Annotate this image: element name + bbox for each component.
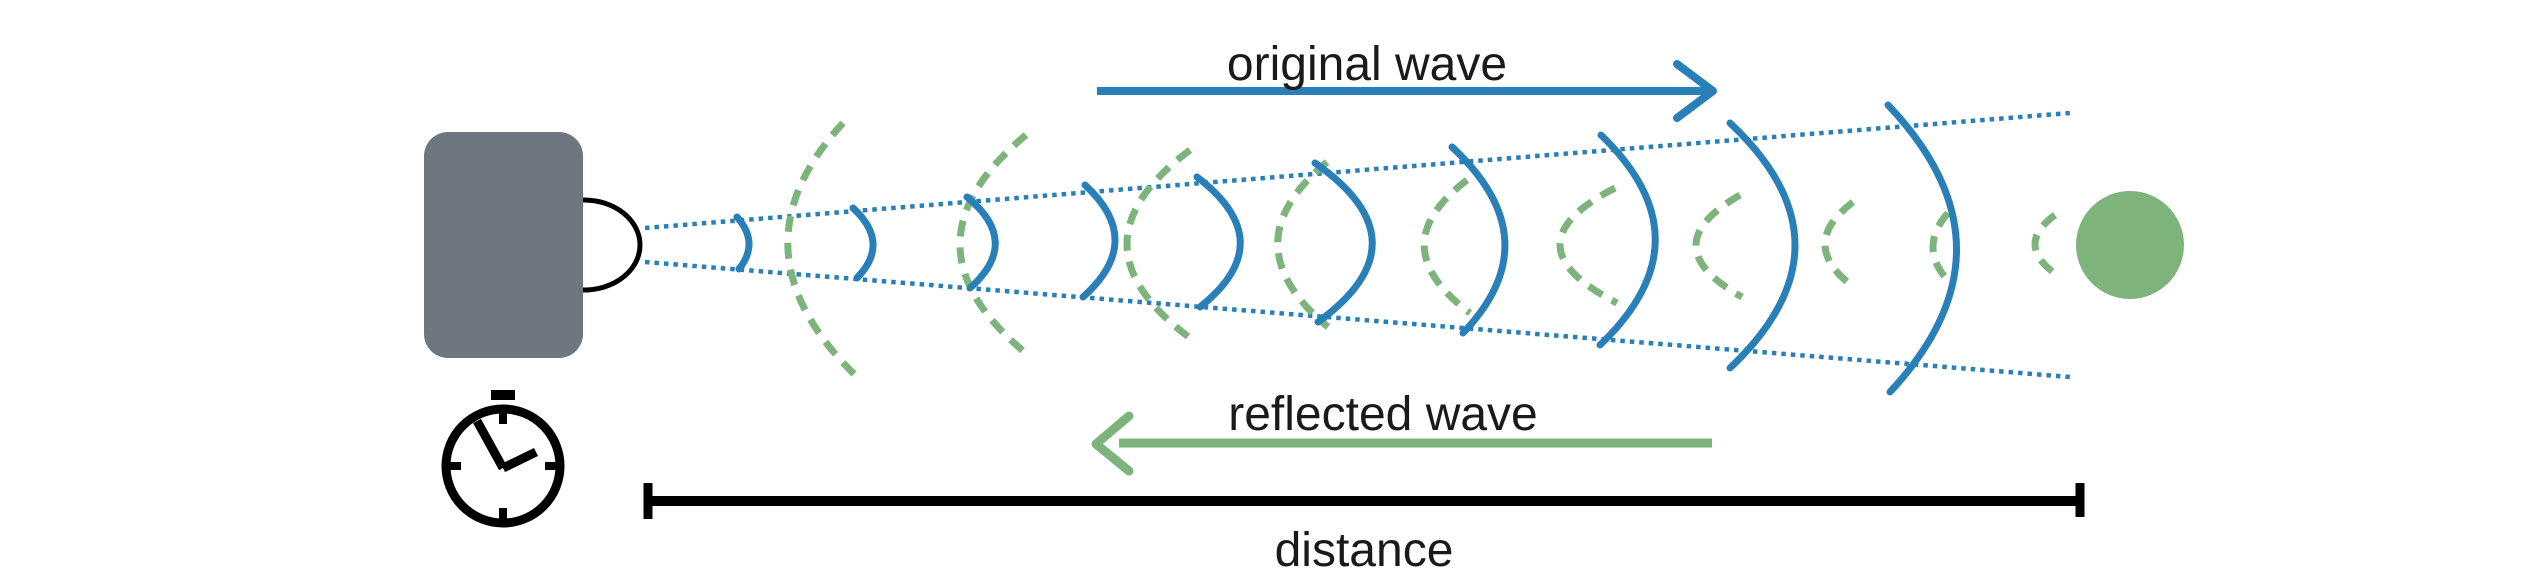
reflected-wave-arc [1274,159,1331,330]
distance-measure-line [643,483,2085,519]
clock-hour-hand [501,447,538,473]
clock-icon [441,390,565,528]
target-ball-circle [2076,191,2184,299]
clock-button [491,390,515,400]
reflected-wavefronts [784,120,2060,380]
distance-label: distance [1275,524,1454,577]
original-wave-arc [849,204,877,282]
reflected-wave-arc [2031,212,2060,278]
target-ball [2076,191,2184,299]
original-wave-label: original wave [1227,38,1507,91]
clock-minute-hand [473,418,507,471]
reflected-wave-label: reflected wave [1228,388,1538,441]
original-wave-arc [1726,119,1799,372]
original-wave-arc [963,193,999,292]
cone-dotted-line-lower [644,259,2071,380]
original-wave-arc [1193,173,1244,311]
original-wave-arc [1884,101,1960,396]
cone-dotted-line-upper [644,110,2071,231]
reflected-wave-arc [956,132,1031,358]
reflected-wave-arrow-head [1091,411,1134,476]
original-wave-arc [1079,181,1119,301]
sonar-device [424,132,643,358]
beam-cone-dotted-lines [644,110,2071,380]
original-wave-arc [1596,131,1659,349]
reflected-wave-arc [1692,191,1744,301]
original-wavefronts [733,101,1960,396]
reflected-wave-arc [1929,210,1953,286]
sonar-device-body [424,132,583,358]
original-wave-arc [1311,159,1376,326]
reflected-wave-arc [1556,184,1619,307]
reflected-wave-arc [1123,147,1193,341]
reflected-wave-arc [784,120,860,380]
direction-arrows [1091,60,1717,476]
original-wave-arrow-head [1673,60,1717,122]
reflected-wave-arc [1821,199,1858,291]
original-wave-arc [733,213,753,273]
reflected-wave-arc [1420,177,1473,316]
original-wave-arc [1448,143,1509,337]
